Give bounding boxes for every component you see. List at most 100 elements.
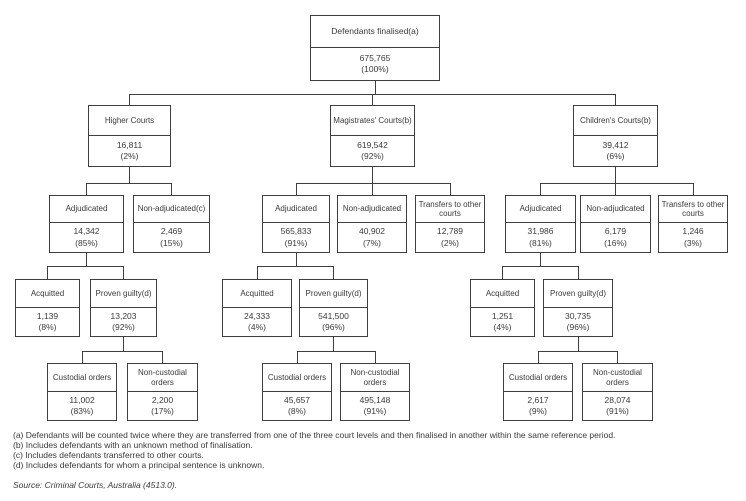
node-childrens-adjudicated: Adjudicated 31,986 (81%) [505,195,576,253]
node-magistrates-non-custodial-orders: Non-custodial orders 495,148 (91%) [340,363,410,421]
connector-line [372,167,373,183]
connector-line [375,81,376,94]
node-label: Higher Courts [89,106,170,136]
footnote-c: (c) Includes defendants transferred to o… [13,450,204,460]
node-percent: (4%) [493,322,512,332]
node-label: Acquitted [223,280,291,308]
connector-line [162,351,163,363]
node-magistrates-non-adjudicated: Non-adjudicated 40,902 (7%) [337,195,407,253]
node-percent: (8%) [38,322,57,332]
node-label: Non-custodial orders [583,364,652,392]
node-count: 2,469 [160,226,183,237]
connector-line [540,183,693,184]
footnote-d: (d) Includes defendants for whom a princ… [13,460,265,470]
node-percent: (2%) [120,151,139,161]
node-label: Magistrates' Courts(b) [331,106,414,136]
node-label: Non-adjudicated [581,196,650,223]
node-label: Custodial orders [504,364,572,392]
node-higher-non-adjudicated: Non-adjudicated(c) 2,469 (15%) [133,195,210,253]
node-label: Custodial orders [48,364,116,392]
node-percent: (17%) [151,406,174,416]
node-childrens-acquitted: Acquitted 1,251 (4%) [470,279,535,337]
connector-line [171,183,172,195]
node-count: 45,657 [284,394,310,405]
node-count: 28,074 [604,394,631,405]
node-label: Proven guilty(d) [544,280,612,308]
node-label: Non-custodial orders [341,364,409,392]
connector-line [296,253,297,266]
connector-line [86,183,87,195]
connector-line [47,266,48,279]
footnote-b: (b) Includes defendants with an unknown … [13,440,253,450]
node-childrens-custodial-orders: Custodial orders 2,617 (9%) [503,363,573,421]
connector-line [450,183,451,195]
node-higher-non-custodial-orders: Non-custodial orders 2,200 (17%) [127,363,198,421]
node-percent: (91%) [363,406,387,416]
connector-line [375,351,376,363]
node-percent: (96%) [566,322,590,332]
node-label: Transfers to other courts [416,196,484,223]
node-percent: (3%) [684,237,702,248]
connector-line [615,183,616,195]
connector-line [615,94,616,105]
node-label: Proven guilty(d) [300,280,367,308]
node-higher-adjudicated: Adjudicated 14,342 (85%) [49,195,124,253]
node-childrens-transfers: Transfers to other courts 1,246 (3%) [658,195,728,253]
node-count: 675,765 [359,52,391,63]
connector-line [540,253,541,266]
node-count: 1,246 [682,226,704,237]
node-magistrates-proven-guilty: Proven guilty(d) 541,500 (96%) [299,279,368,337]
connector-line [123,266,124,279]
node-percent: (15%) [160,237,183,248]
connector-line [47,266,124,267]
node-label: Defendants finalised(a) [311,16,439,48]
node-label: Acquitted [16,280,79,308]
node-higher-custodial-orders: Custodial orders 11,002 (83%) [47,363,117,421]
node-count: 13,203 [110,310,137,321]
node-percent: (100%) [361,64,389,74]
node-percent: (85%) [75,237,98,248]
node-label: Transfers to other courts [659,196,727,223]
node-count: 565,833 [280,226,312,237]
node-count: 541,500 [318,310,349,321]
node-percent: (83%) [70,406,94,416]
node-count: 2,617 [527,394,549,405]
node-label: Non-adjudicated [338,196,406,223]
node-magistrates-acquitted: Acquitted 24,333 (4%) [222,279,292,337]
node-label: Proven guilty(d) [91,280,156,308]
node-count: 40,902 [359,226,385,237]
connector-line [540,183,541,195]
connector-line [502,266,503,279]
connector-line [129,167,130,183]
node-higher-proven-guilty: Proven guilty(d) 13,203 (92%) [90,279,157,337]
node-percent: (92%) [361,151,384,161]
footnotes: (a) Defendants will be counted twice whe… [13,430,743,470]
node-count: 495,148 [359,394,391,405]
connector-line [257,266,258,279]
connector-line [82,351,163,352]
connector-line [333,266,334,279]
node-count: 39,412 [602,139,629,150]
connector-line [297,351,376,352]
node-percent: (7%) [363,237,381,248]
node-count: 12,789 [437,226,463,237]
node-count: 6,179 [604,226,627,237]
node-percent: (92%) [112,322,135,332]
node-label: Acquitted [471,280,534,308]
node-count: 1,251 [491,310,514,321]
node-higher-courts: Higher Courts 16,811 (2%) [88,105,171,167]
connector-line [296,183,297,195]
connector-line [257,266,334,267]
connector-line [502,266,579,267]
node-label: Adjudicated [50,196,123,223]
node-percent: (91%) [284,237,308,248]
node-percent: (6%) [606,151,625,161]
node-percent: (81%) [529,237,552,248]
node-count: 24,333 [244,310,270,321]
node-childrens-non-custodial-orders: Non-custodial orders 28,074 (91%) [582,363,653,421]
node-magistrates-adjudicated: Adjudicated 565,833 (91%) [262,195,330,253]
node-label: Adjudicated [263,196,329,223]
connector-line [538,351,539,363]
footnote-a: (a) Defendants will be counted twice whe… [13,430,616,440]
